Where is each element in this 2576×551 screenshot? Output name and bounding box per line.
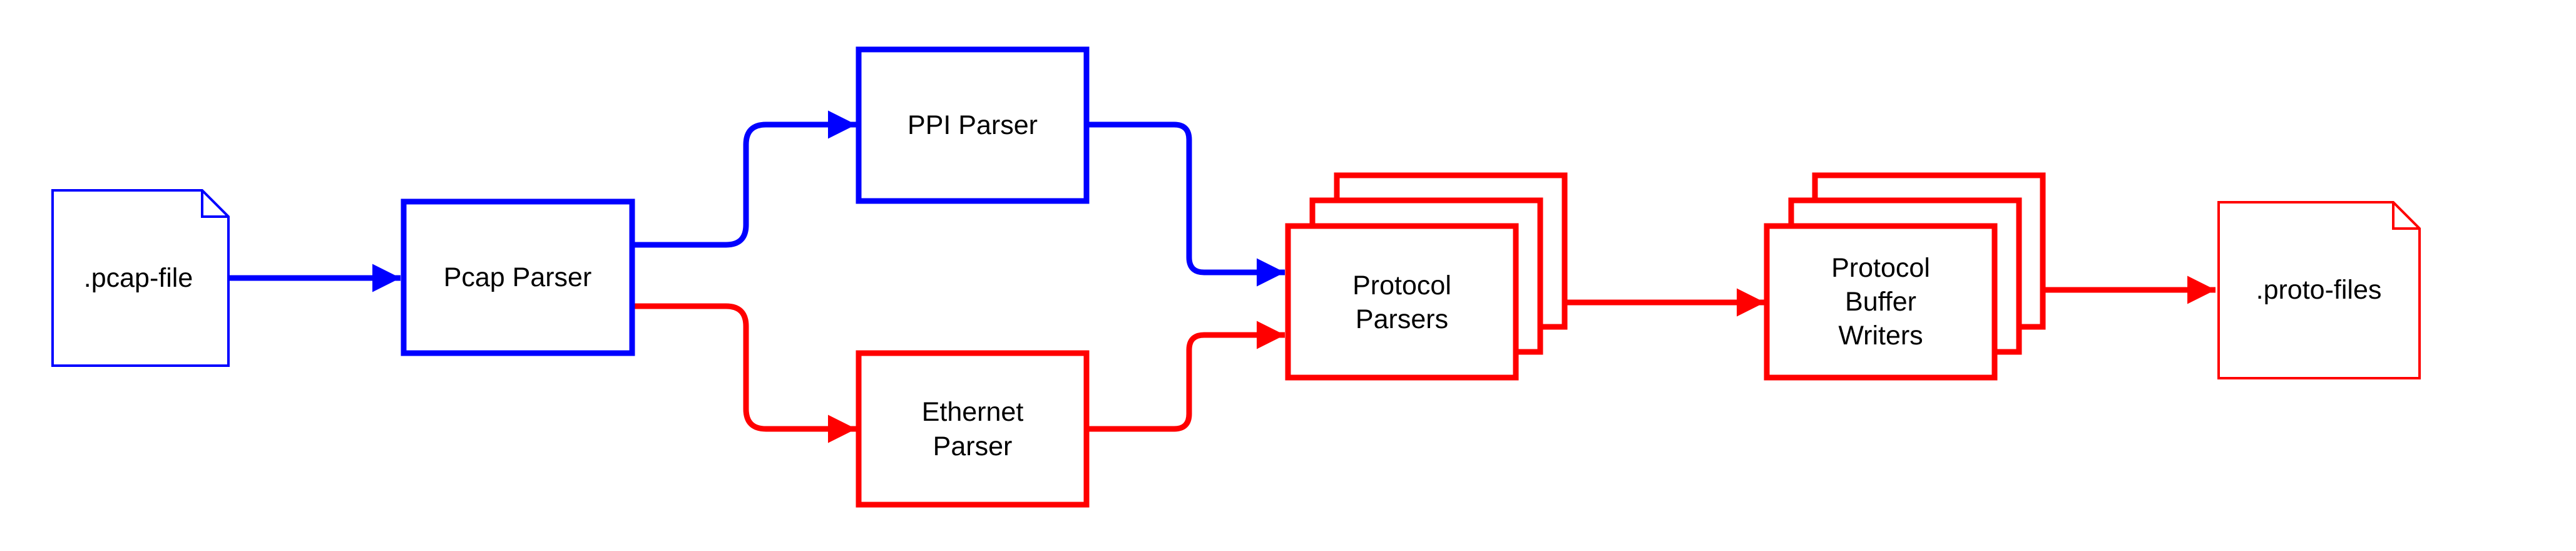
pcap-parser-box	[401, 198, 635, 356]
protocol-buffer-writers-box	[1764, 223, 1998, 381]
proto-files-label: .proto-files	[2256, 275, 2382, 305]
protocol-buffer-writers-label-line-3: Writers	[1838, 321, 1923, 351]
protocol-parsers-label-line-2: Parsers	[1356, 304, 1448, 334]
proto-files-document-icon	[2217, 201, 2421, 379]
pcap-file-document-icon	[51, 189, 230, 367]
ppi-parser-node: PPI Parser	[856, 46, 1090, 204]
protocol-parsers-box	[1285, 223, 1519, 381]
protocol-parsers-node: Protocol Parsers	[1285, 172, 1568, 381]
protocol-buffer-writers-node: Protocol Buffer Writers	[1764, 172, 2046, 381]
protocol-buffer-writers-label-line-2: Buffer	[1845, 287, 1916, 317]
ethernet-parser-label: Ethernet	[922, 397, 1024, 427]
edge-pcap-parser-to-ethernet-parser	[632, 303, 856, 443]
ethernet-parser-label-line-2: Parser	[933, 431, 1013, 461]
edge-ppi-parser-to-protocol-parsers	[1086, 121, 1285, 287]
edge-pcap-parser-to-ppi-parser	[632, 110, 856, 248]
ppi-parser-label: PPI Parser	[907, 110, 1038, 140]
protocol-buffer-writers-label: Protocol	[1831, 253, 1930, 283]
ethernet-parser-node: Ethernet Parser	[856, 350, 1090, 508]
ethernet-parser-box	[856, 350, 1090, 508]
pcap-parser-label: Pcap Parser	[444, 262, 592, 292]
ppi-parser-box	[856, 46, 1090, 204]
proto-files-node: .proto-files	[2217, 201, 2421, 379]
protocol-parsers-label: Protocol	[1352, 270, 1451, 301]
edge-ethernet-parser-to-protocol-parsers	[1086, 321, 1285, 432]
pcap-parser-node: Pcap Parser	[401, 198, 635, 356]
pcap-file-label: .pcap-file	[84, 263, 193, 293]
pcap-file-node: .pcap-file	[51, 189, 230, 367]
